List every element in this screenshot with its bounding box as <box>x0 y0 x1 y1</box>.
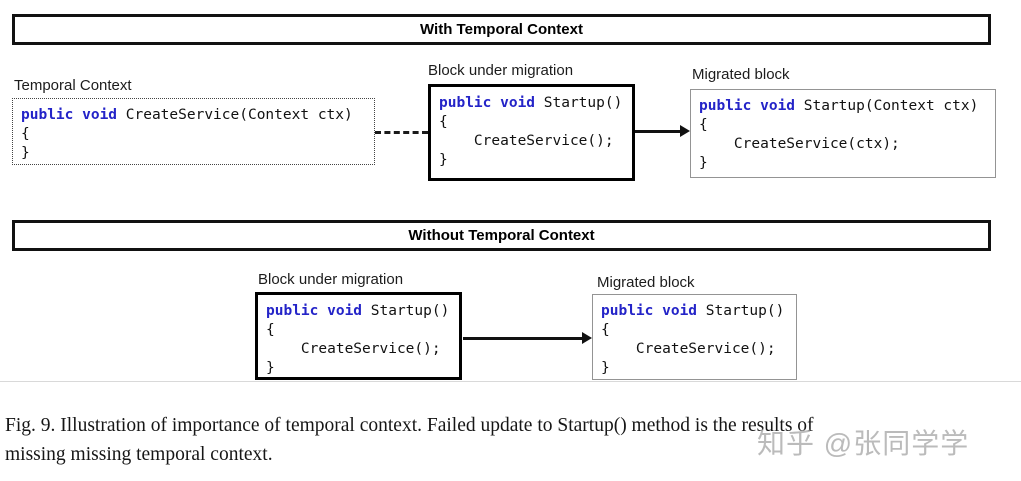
code-line: } <box>21 144 374 163</box>
code-text: } <box>601 360 610 376</box>
code-keyword: public void <box>601 303 698 319</box>
code-text: CreateService(); <box>601 341 776 357</box>
migrated-block-box: public void Startup(Context ctx) { Creat… <box>690 89 996 178</box>
code-text: Startup() <box>697 303 785 319</box>
block-under-migration-box: public void Startup() { CreateService();… <box>255 292 462 380</box>
code-text: CreateService(Context ctx) <box>117 107 353 123</box>
figure-caption-line1: Fig. 9. Illustration of importance of te… <box>5 415 814 436</box>
code-text: Startup() <box>362 303 450 319</box>
code-keyword: public void <box>699 98 796 114</box>
dashed-connector <box>375 131 428 134</box>
code-text: Startup() <box>535 95 623 111</box>
code-line: { <box>699 116 995 135</box>
code-line: public void Startup(Context ctx) <box>699 97 995 116</box>
code-text: } <box>21 145 30 161</box>
migrated-block-label: Migrated block <box>597 274 695 291</box>
code-keyword: public void <box>21 107 118 123</box>
code-line: CreateService(); <box>439 132 632 151</box>
code-text: } <box>439 152 448 168</box>
code-line: { <box>601 321 796 340</box>
code-text: CreateService(); <box>439 133 614 149</box>
code-line: } <box>699 154 995 173</box>
code-snippet: public void Startup(Context ctx) { Creat… <box>691 90 995 173</box>
block-under-migration-label: Block under migration <box>258 271 404 288</box>
code-line: CreateService(ctx); <box>699 135 995 154</box>
code-snippet: public void Startup() { CreateService();… <box>593 295 796 378</box>
header-title: With Temporal Context <box>420 21 583 38</box>
temporal-context-label: Temporal Context <box>14 77 132 94</box>
header-with-temporal-context: With Temporal Context <box>12 14 991 45</box>
arrow-line <box>463 337 584 340</box>
header-without-temporal-context: Without Temporal Context <box>12 220 991 251</box>
block-under-migration-box: public void Startup() { CreateService();… <box>428 84 635 181</box>
code-text: { <box>439 114 448 130</box>
code-snippet: public void Startup() { CreateService();… <box>431 87 632 170</box>
code-line: public void Startup() <box>601 302 796 321</box>
code-line: { <box>439 113 632 132</box>
code-text: { <box>601 322 610 338</box>
header-title: Without Temporal Context <box>408 227 595 244</box>
code-snippet: public void CreateService(Context ctx) {… <box>13 99 374 163</box>
code-line: public void Startup() <box>266 302 459 321</box>
figure-caption-line2: missing missing temporal context. <box>5 444 273 465</box>
code-text: } <box>699 155 708 171</box>
arrow-head-icon <box>680 125 690 137</box>
code-text: { <box>699 117 708 133</box>
code-line: CreateService(); <box>266 340 459 359</box>
code-text: Startup(Context ctx) <box>795 98 979 114</box>
code-line: } <box>601 359 796 378</box>
code-text: CreateService(); <box>266 341 441 357</box>
code-line: } <box>439 151 632 170</box>
code-text: { <box>266 322 275 338</box>
arrow-line <box>635 130 682 133</box>
migrated-block-box: public void Startup() { CreateService();… <box>592 294 797 380</box>
code-line: } <box>266 359 459 378</box>
code-line: { <box>21 125 374 144</box>
code-snippet: public void Startup() { CreateService();… <box>258 295 459 378</box>
figure-divider <box>0 381 1021 382</box>
arrow-head-icon <box>582 332 592 344</box>
zhihu-watermark: 知乎 @张同学学 <box>757 428 970 459</box>
code-line: public void CreateService(Context ctx) <box>21 106 374 125</box>
code-text: { <box>21 126 30 142</box>
code-line: { <box>266 321 459 340</box>
migrated-block-label: Migrated block <box>692 66 790 83</box>
code-text: CreateService(ctx); <box>699 136 900 152</box>
code-keyword: public void <box>439 95 536 111</box>
code-line: CreateService(); <box>601 340 796 359</box>
code-line: public void Startup() <box>439 94 632 113</box>
code-keyword: public void <box>266 303 363 319</box>
code-text: } <box>266 360 275 376</box>
block-under-migration-label: Block under migration <box>428 62 574 79</box>
temporal-context-box: public void CreateService(Context ctx) {… <box>12 98 375 165</box>
